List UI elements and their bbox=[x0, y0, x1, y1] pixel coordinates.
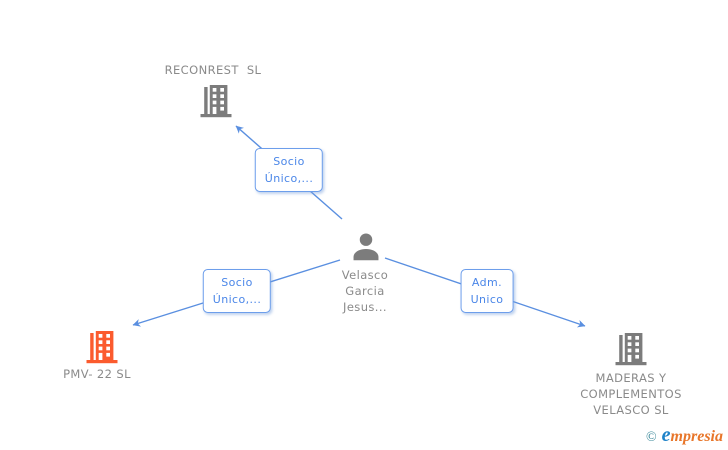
person-label[interactable]: Velasco Garcia Jesus... bbox=[341, 268, 389, 314]
company-label-pmv[interactable]: PMV- 22 SL bbox=[63, 367, 131, 382]
building-icon[interactable] bbox=[84, 329, 120, 365]
empresia-logo-e: e bbox=[661, 424, 671, 446]
person-icon[interactable] bbox=[349, 231, 383, 265]
edge-label-adm-unico-maderas[interactable]: Adm. Unico bbox=[460, 268, 514, 314]
empresia-logo[interactable]: © e mpresia bbox=[646, 424, 723, 447]
copyright-icon: © bbox=[646, 430, 657, 445]
edge-label-socio-unico-reconrest[interactable]: Socio Único,... bbox=[254, 147, 324, 193]
company-label-maderas[interactable]: MADERAS Y COMPLEMENTOS VELASCO SL bbox=[580, 371, 682, 417]
company-label-reconrest[interactable]: RECONREST SL bbox=[164, 63, 262, 78]
edge-label-socio-unico-pmv[interactable]: Socio Único,... bbox=[202, 268, 272, 314]
building-icon[interactable] bbox=[613, 331, 649, 367]
empresia-logo-text: mpresia bbox=[670, 428, 723, 445]
building-icon[interactable] bbox=[198, 83, 234, 119]
